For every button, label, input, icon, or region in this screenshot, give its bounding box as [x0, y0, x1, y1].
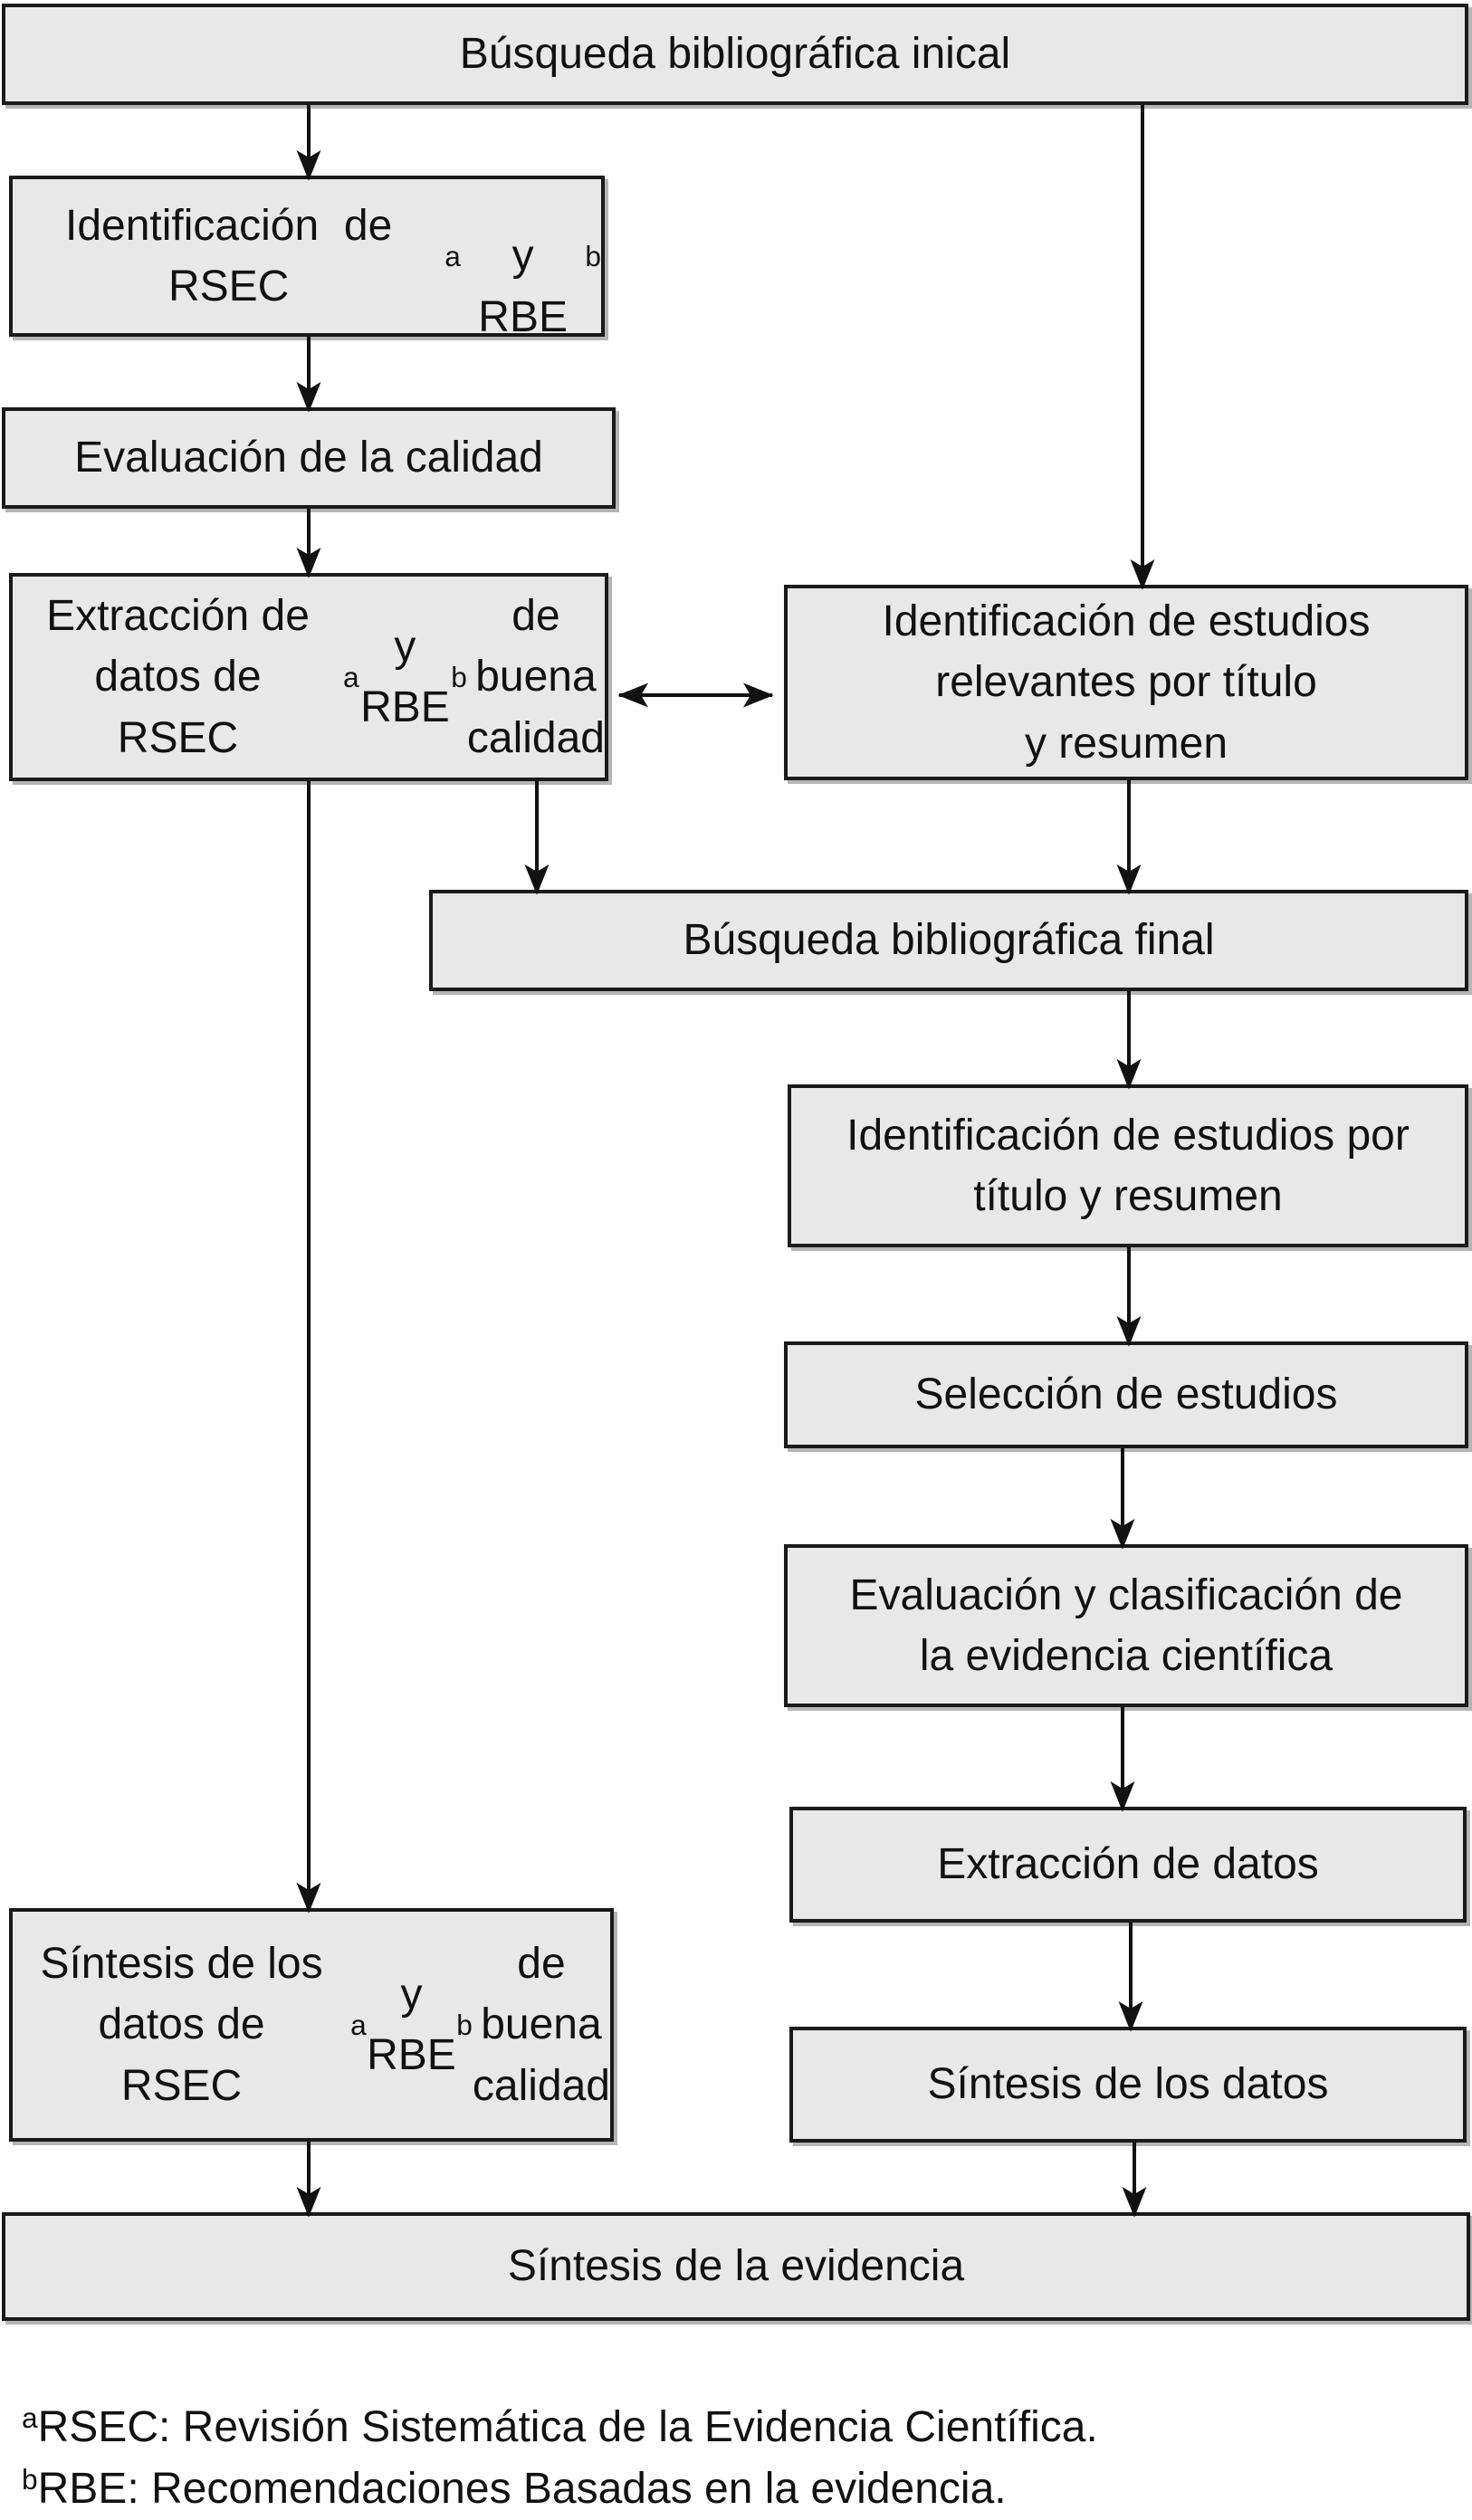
footnote-rsec: aRSEC: Revisión Sistemática de la Eviden…	[22, 2401, 1098, 2451]
node-busqueda-bibliografica-inicial: Búsqueda bibliográfica inical	[2, 4, 1468, 105]
footnote-rbe: bRBE: Recomendaciones Basadas en la evid…	[22, 2462, 1007, 2513]
node-seleccion-estudios: Selección de estudios	[784, 1341, 1468, 1448]
footnotes: aRSEC: Revisión Sistemática de la Eviden…	[22, 2397, 1098, 2520]
node-identificacion-estudios-titulo-resumen: Identificación de estudios por título y …	[788, 1084, 1468, 1247]
node-sintesis-evidencia: Síntesis de la evidencia	[2, 2212, 1470, 2321]
node-extraccion-datos: Extracción de datos	[789, 1807, 1467, 1923]
node-identificacion-estudios-relevantes: Identificación de estudios relevantes po…	[784, 585, 1468, 780]
node-evaluacion-calidad: Evaluación de la calidad	[2, 407, 616, 509]
node-busqueda-bibliografica-final: Búsqueda bibliográfica final	[429, 890, 1468, 991]
node-sintesis-datos: Síntesis de los datos	[789, 2027, 1467, 2143]
node-evaluacion-clasificacion-evidencia: Evaluación y clasificación de la evidenc…	[784, 1544, 1468, 1707]
